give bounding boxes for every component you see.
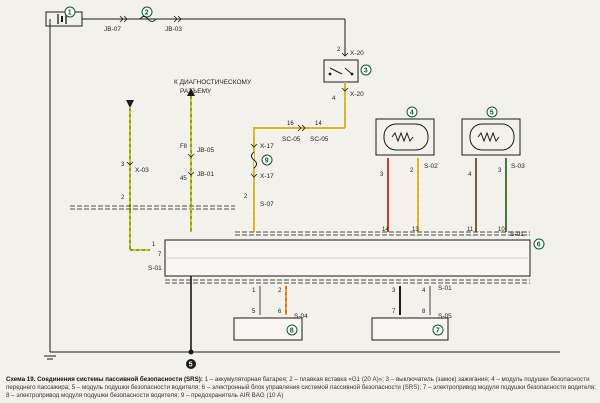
pin-3-m5: 3 <box>498 168 502 174</box>
callout-circle-1 <box>64 6 76 18</box>
ignition-switch: 2 X-20 3 4 X-20 <box>323 47 372 128</box>
conn-jb07: JB-07 <box>104 26 121 33</box>
pin-5: 5 <box>252 309 256 315</box>
module-7-box <box>371 317 449 341</box>
pin-f8: F8 <box>180 144 188 150</box>
pin-16: 16 <box>287 121 294 127</box>
left-wire: 3 X-03 2 1 7 S-01 <box>70 100 235 272</box>
pin-2: 2 <box>337 47 341 53</box>
callout-circle-7 <box>432 324 444 336</box>
pin-14-m6: 14 <box>382 227 389 233</box>
bottom-circuits: 1 2 3 4 S-01 5 6 7 8 S-04 S-05 8 7 <box>233 285 452 341</box>
pin-4-m5: 4 <box>468 172 472 178</box>
arrow-up-icon <box>187 88 195 96</box>
callout-circle-2 <box>141 6 153 18</box>
driver-airbag-module: 5 4 3 S-03 11 10 S-01 <box>461 106 525 238</box>
pin-13: 13 <box>412 227 419 233</box>
conn-s01-left: S-01 <box>148 265 162 272</box>
conn-s03: S-03 <box>511 163 525 170</box>
conn-jb05: JB-05 <box>197 147 214 154</box>
pin-10: 10 <box>498 227 505 233</box>
diag-label-1: К ДИАГНОСТИЧЕСКОМУ <box>174 79 252 86</box>
ignition-feed: 16 14 SC-05 SC-05 X-17 9 X-17 2 S-07 <box>244 121 345 232</box>
pin-2-bottom: 2 <box>278 288 282 294</box>
passenger-airbag-module: 4 3 2 S-02 14 13 <box>375 106 438 233</box>
battery-circuit: 1 2 JB-07 JB-03 <box>45 6 346 340</box>
pin-6: 6 <box>278 309 282 315</box>
callout-circle-4 <box>406 106 418 118</box>
conn-x17-top: X-17 <box>260 143 274 150</box>
pin-4: 4 <box>332 96 336 102</box>
pin-8: 8 <box>422 309 426 315</box>
pin-3-m4: 3 <box>380 172 384 178</box>
callout-circle-6 <box>533 238 545 250</box>
callout-8: 8 <box>290 328 294 335</box>
callout-6: 6 <box>537 242 541 249</box>
caption-title: Схема 19. Соединения системы пассивной б… <box>6 376 203 383</box>
battery-box <box>45 11 83 27</box>
callout-circle-3 <box>360 64 372 76</box>
conn-s07: S-07 <box>260 201 274 208</box>
caption-text: 1 – аккумуляторная батарея; 2 – плавкая … <box>6 376 596 400</box>
pin-2-left: 2 <box>121 195 125 201</box>
conn-x17-bottom: X-17 <box>260 173 274 180</box>
pin-4-bottom: 4 <box>422 288 426 294</box>
pin-2-s07: 2 <box>244 194 248 200</box>
callout-2: 2 <box>145 10 149 17</box>
callout-circle-8 <box>286 324 298 336</box>
conn-x20-top: X-20 <box>350 50 364 57</box>
callout-4: 4 <box>410 110 414 117</box>
conn-x03: X-03 <box>135 167 149 174</box>
callout-7: 7 <box>436 328 440 335</box>
diagram-caption: Схема 19. Соединения системы пассивной б… <box>6 376 596 401</box>
pin-3-bottom: 3 <box>392 288 396 294</box>
callout-5: 5 <box>490 110 494 117</box>
conn-jb01: JB-01 <box>197 171 214 178</box>
pin-3: 3 <box>121 162 125 168</box>
squib-icon <box>477 131 500 143</box>
conn-jb03: JB-03 <box>165 26 182 33</box>
airbag-fuse-icon <box>251 151 257 169</box>
arrow-icon <box>126 100 134 108</box>
conn-s05: S-05 <box>438 313 452 320</box>
callout-3: 3 <box>364 68 368 75</box>
conn-s01-right: S-01 <box>510 231 524 238</box>
ground-callout-circle <box>186 359 196 369</box>
ground-bus: 5 <box>44 276 560 369</box>
pin-2-m4: 2 <box>410 168 414 174</box>
conn-sc05-right: SC-05 <box>310 136 329 143</box>
ground-callout: 5 <box>189 362 193 369</box>
conn-x20-bottom: X-20 <box>350 91 364 98</box>
fuse-icon <box>139 16 157 22</box>
pin-14: 14 <box>315 121 322 127</box>
conn-s02: S-02 <box>424 163 438 170</box>
callout-1: 1 <box>68 10 72 17</box>
squib-icon <box>391 131 414 143</box>
callout-circle-5 <box>486 106 498 118</box>
diagnostic-wire: К ДИАГНОСТИЧЕСКОМУ РАЗЪЕМУ F8 JB-05 45 J… <box>174 79 252 232</box>
conn-sc05-left: SC-05 <box>282 136 301 143</box>
conn-s04: S-04 <box>294 313 308 320</box>
callout-9: 9 <box>265 158 269 165</box>
srs-control-unit: 6 <box>164 231 545 284</box>
switch-box <box>323 59 359 83</box>
pin-1-bottom: 1 <box>252 288 256 294</box>
pin-11: 11 <box>467 227 474 233</box>
pin-7-bottom: 7 <box>392 309 396 315</box>
callout-circle-9 <box>261 154 273 166</box>
pin-45: 45 <box>180 176 187 182</box>
diag-label-2: РАЗЪЕМУ <box>180 88 212 95</box>
conn-s01-bottom: S-01 <box>438 285 452 292</box>
pin-7: 7 <box>158 252 162 258</box>
module-8-box <box>233 317 303 341</box>
pin-1: 1 <box>152 242 156 248</box>
